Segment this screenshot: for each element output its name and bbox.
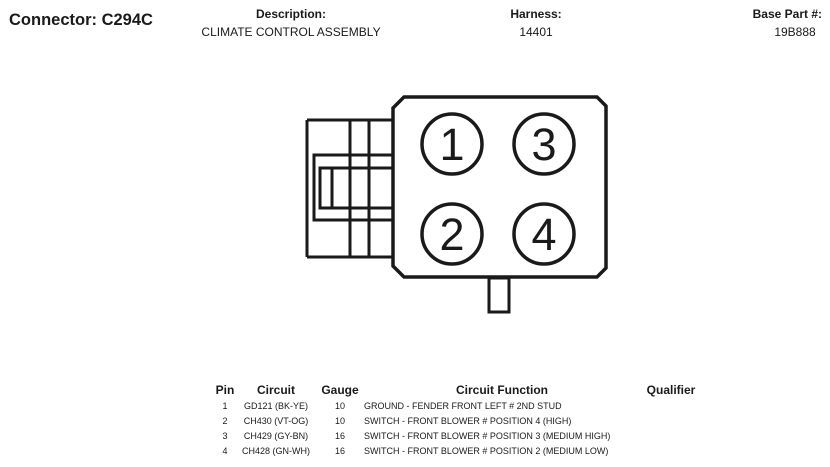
col-header-qualifier: Qualifier	[646, 383, 696, 397]
gauge-cell: 16	[334, 431, 346, 441]
base-part-value: 19B888	[774, 25, 816, 39]
function-cell: SWITCH - FRONT BLOWER # POSITION 4 (HIGH…	[364, 416, 572, 426]
col-header-pin: Pin	[215, 383, 235, 397]
cavity-2: 2	[420, 202, 484, 266]
cavity-2-ring	[420, 202, 484, 266]
function-cell: SWITCH - FRONT BLOWER # POSITION 2 (MEDI…	[364, 446, 609, 456]
pin-cell: 2	[222, 416, 228, 426]
cavity-3-ring	[512, 112, 576, 176]
gauge-cell: 10	[334, 401, 346, 411]
col-header-gauge: Gauge	[321, 383, 359, 397]
pin-cell: 4	[222, 446, 228, 456]
cavity-4-number: 4	[531, 209, 556, 260]
circuit-cell: CH428 (GN-WH)	[241, 446, 311, 456]
cavity-3-number: 3	[531, 119, 556, 170]
circuit-cell: CH429 (GY-BN)	[243, 431, 309, 441]
cavity-1-number: 1	[439, 119, 464, 170]
cavity-2-number: 2	[439, 209, 464, 260]
harness-value: 14401	[519, 25, 553, 39]
function-cell: GROUND - FENDER FRONT LEFT # 2ND STUD	[364, 401, 562, 411]
function-cell: SWITCH - FRONT BLOWER # POSITION 3 (MEDI…	[364, 431, 611, 441]
circuit-cell: CH430 (VT-OG)	[243, 416, 309, 426]
pin-cell: 3	[222, 431, 228, 441]
connector-title: Connector: C294C	[9, 11, 153, 29]
cavity-4-ring	[512, 202, 576, 266]
cavity-3: 3	[512, 112, 576, 176]
cavity-1: 1	[420, 112, 484, 176]
connector-key-tab	[487, 276, 511, 314]
harness-label: Harness:	[510, 7, 562, 21]
col-header-function: Circuit Function	[456, 383, 548, 397]
gauge-cell: 16	[334, 446, 346, 456]
description-label: Description:	[255, 7, 327, 21]
connector-latch	[305, 118, 395, 259]
description-value: CLIMATE CONTROL ASSEMBLY	[201, 25, 381, 39]
pin-cell: 1	[222, 401, 228, 411]
cavity-4: 4	[512, 202, 576, 266]
col-header-circuit: Circuit	[256, 383, 296, 397]
base-part-label: Base Part #:	[752, 7, 822, 21]
circuit-cell: GD121 (BK-YE)	[243, 401, 309, 411]
cavity-1-ring	[420, 112, 484, 176]
gauge-cell: 10	[334, 416, 346, 426]
